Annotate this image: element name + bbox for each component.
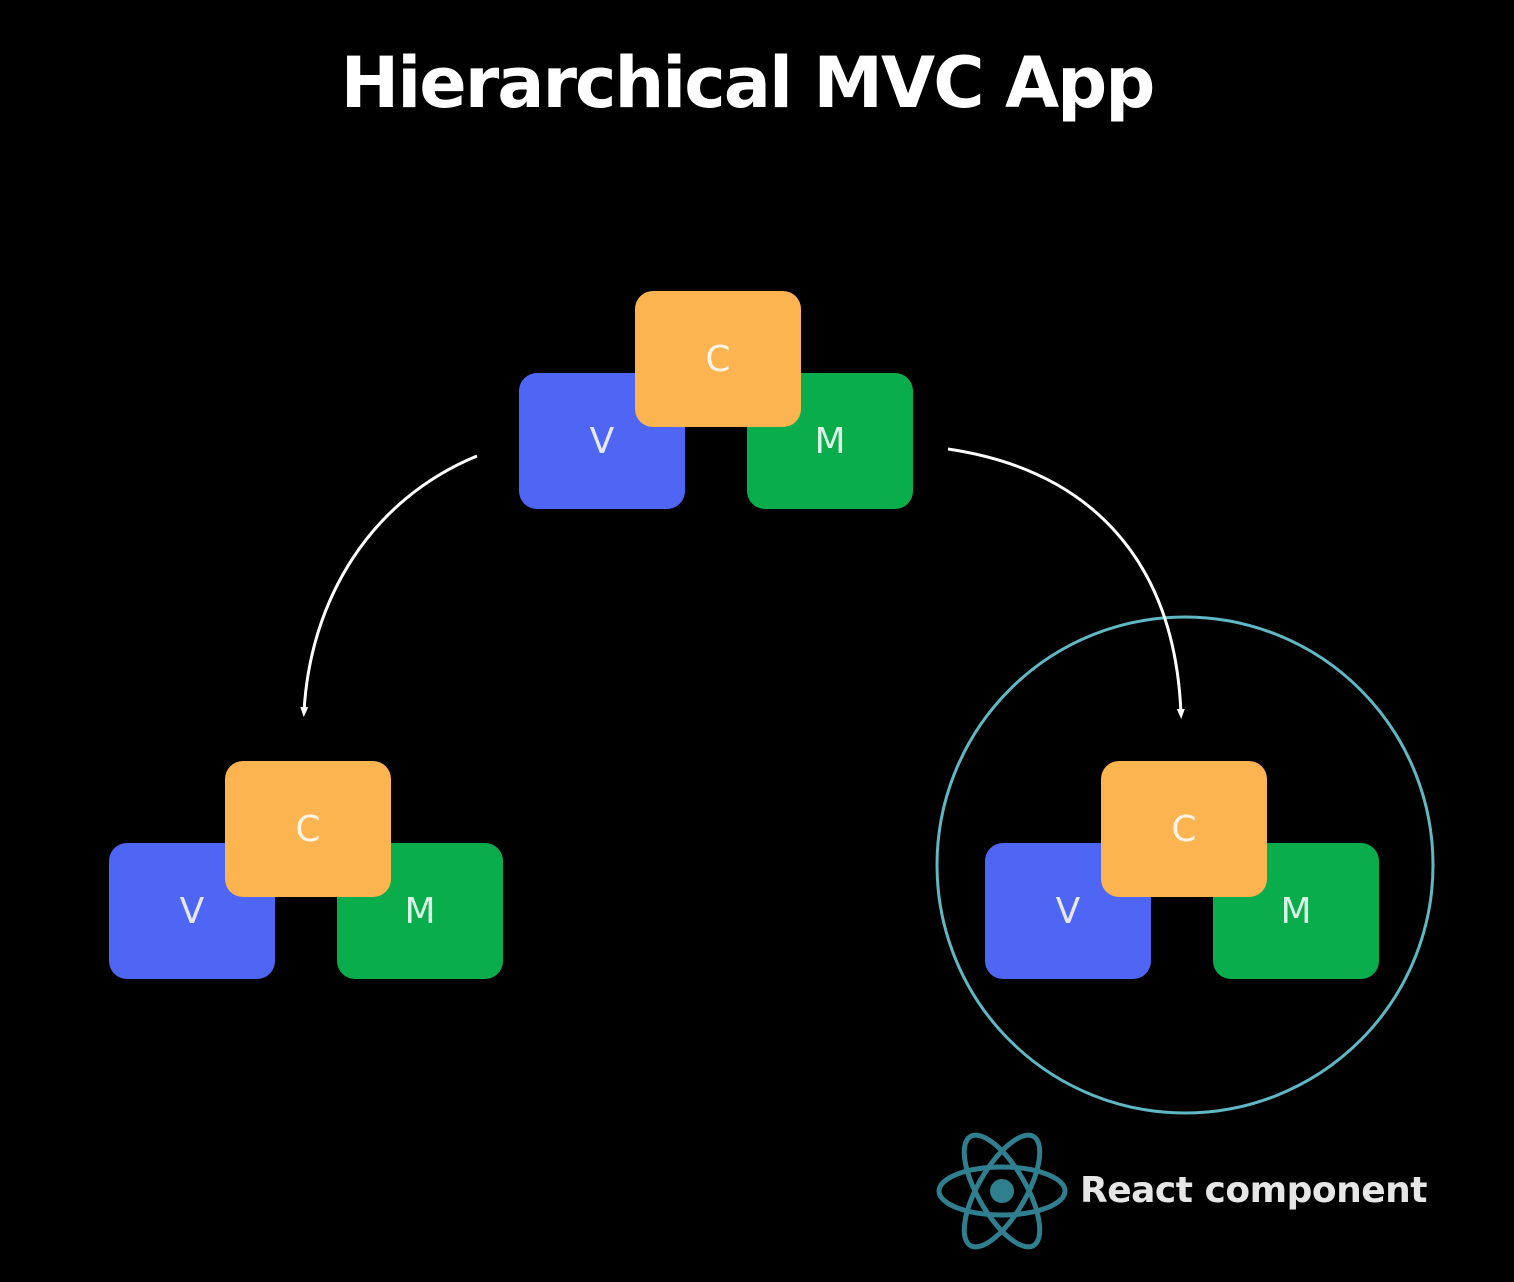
- root-model-box: M: [747, 373, 913, 509]
- root-model-label: M: [814, 420, 846, 462]
- react-component-highlight-circle: [935, 615, 1435, 1115]
- left-child-model-box: M: [337, 843, 503, 979]
- left-child-controller-label: C: [295, 808, 321, 850]
- react-logo-icon: [936, 1132, 1068, 1250]
- legend-label: React component: [1080, 1170, 1427, 1211]
- left-child-view-label: V: [179, 890, 205, 932]
- root-view-label: V: [589, 420, 615, 462]
- legend: React component: [934, 1132, 1494, 1250]
- root-controller-box: C: [635, 291, 801, 427]
- left-child-model-label: M: [404, 890, 436, 932]
- page-title: Hierarchical MVC App: [340, 42, 1156, 124]
- arrow-root-to-left-child: [300, 454, 478, 717]
- right-child-mvc-group: V M C: [985, 761, 1381, 981]
- left-child-controller-box: C: [225, 761, 391, 897]
- right-child-controller-label: C: [1171, 808, 1197, 850]
- right-child-view-label: V: [1055, 890, 1081, 932]
- root-controller-label: C: [705, 338, 731, 380]
- root-mvc-group: V M C: [519, 291, 915, 511]
- right-child-controller-box: C: [1101, 761, 1267, 897]
- right-child-model-label: M: [1280, 890, 1312, 932]
- left-child-mvc-group: V M C: [109, 761, 505, 981]
- arrow-root-to-right-child: [947, 447, 1185, 719]
